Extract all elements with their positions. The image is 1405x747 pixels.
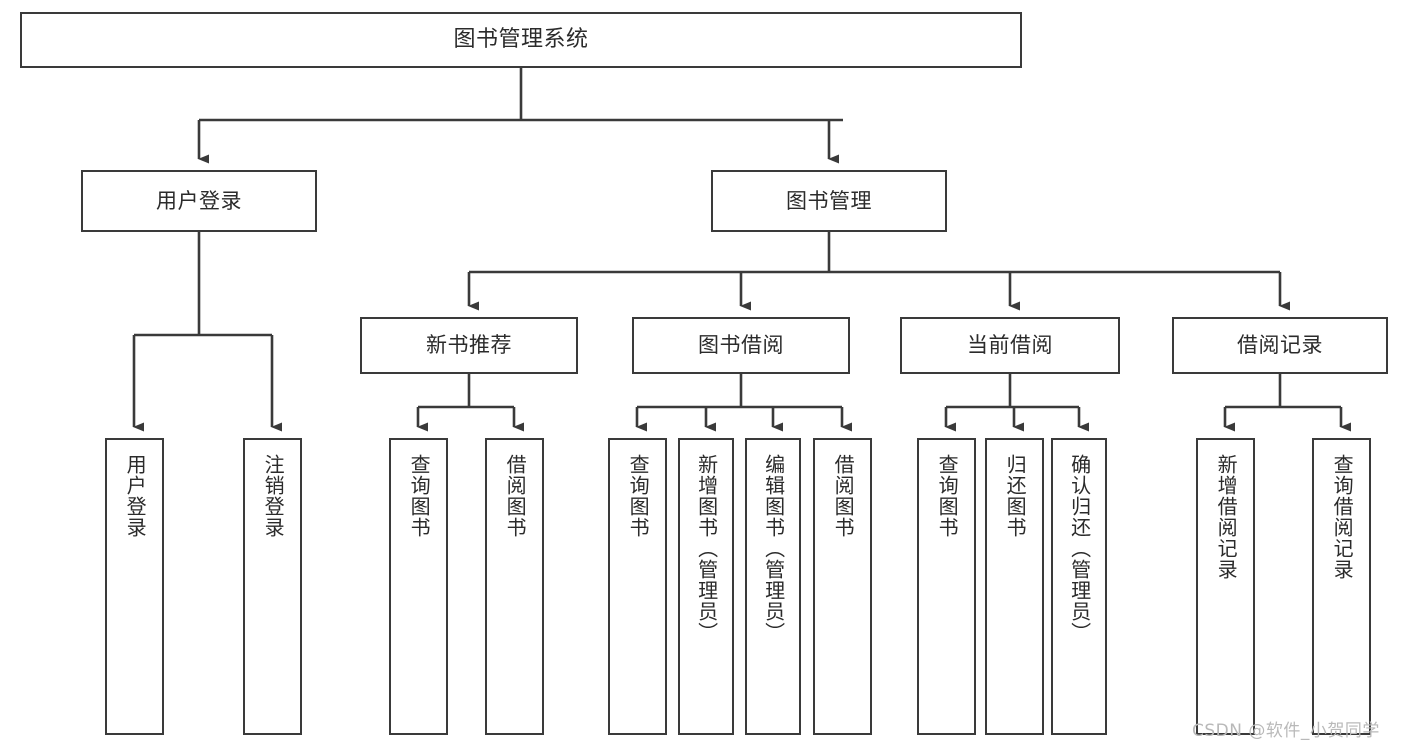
node-leaf-user-login[interactable]: 用户登录: [105, 438, 164, 735]
node-leaf-confirm-return[interactable]: 确认归还（管理员）: [1051, 438, 1107, 735]
node-leaf-return-book[interactable]: 归还图书: [985, 438, 1044, 735]
node-leaf-query-book-1-label: 查询图书: [407, 454, 432, 538]
node-leaf-query-book-1[interactable]: 查询图书: [389, 438, 448, 735]
node-user-login[interactable]: 用户登录: [81, 170, 317, 232]
node-leaf-add-book-label: 新增图书（管理员）: [694, 454, 719, 643]
node-leaf-add-record-label: 新增借阅记录: [1214, 454, 1239, 580]
node-leaf-query-book-2[interactable]: 查询图书: [608, 438, 667, 735]
node-new-book-rec-label: 新书推荐: [426, 333, 512, 358]
node-leaf-query-record-label: 查询借阅记录: [1330, 454, 1355, 580]
node-new-book-rec[interactable]: 新书推荐: [360, 317, 578, 374]
node-leaf-add-record[interactable]: 新增借阅记录: [1196, 438, 1255, 735]
node-leaf-edit-book[interactable]: 编辑图书（管理员）: [745, 438, 801, 735]
node-current-borrow-label: 当前借阅: [967, 333, 1053, 358]
node-leaf-borrow-book-2[interactable]: 借阅图书: [813, 438, 872, 735]
node-leaf-query-book-3[interactable]: 查询图书: [917, 438, 976, 735]
node-leaf-return-book-label: 归还图书: [1003, 454, 1028, 538]
node-book-borrow-label: 图书借阅: [698, 333, 784, 358]
node-leaf-user-logout-label: 注销登录: [261, 454, 286, 538]
node-book-borrow[interactable]: 图书借阅: [632, 317, 850, 374]
node-leaf-borrow-book-1-label: 借阅图书: [503, 454, 528, 538]
node-leaf-query-record[interactable]: 查询借阅记录: [1312, 438, 1371, 735]
node-user-login-label: 用户登录: [156, 188, 242, 213]
node-book-manage[interactable]: 图书管理: [711, 170, 947, 232]
node-borrow-record[interactable]: 借阅记录: [1172, 317, 1388, 374]
node-root[interactable]: 图书管理系统: [20, 12, 1022, 68]
node-borrow-record-label: 借阅记录: [1237, 333, 1323, 358]
node-leaf-query-book-3-label: 查询图书: [935, 454, 960, 538]
node-leaf-user-login-label: 用户登录: [123, 454, 148, 538]
node-leaf-borrow-book-1[interactable]: 借阅图书: [485, 438, 544, 735]
node-leaf-borrow-book-2-label: 借阅图书: [831, 454, 856, 538]
node-leaf-add-book[interactable]: 新增图书（管理员）: [678, 438, 734, 735]
node-current-borrow[interactable]: 当前借阅: [900, 317, 1120, 374]
node-book-manage-label: 图书管理: [786, 188, 872, 213]
node-root-label: 图书管理系统: [453, 27, 589, 53]
node-leaf-user-logout[interactable]: 注销登录: [243, 438, 302, 735]
csdn-watermark: CSDN @软件_小贺同学: [1192, 721, 1380, 741]
node-leaf-confirm-return-label: 确认归还（管理员）: [1067, 454, 1092, 643]
node-leaf-query-book-2-label: 查询图书: [626, 454, 651, 538]
node-leaf-edit-book-label: 编辑图书（管理员）: [761, 454, 786, 643]
